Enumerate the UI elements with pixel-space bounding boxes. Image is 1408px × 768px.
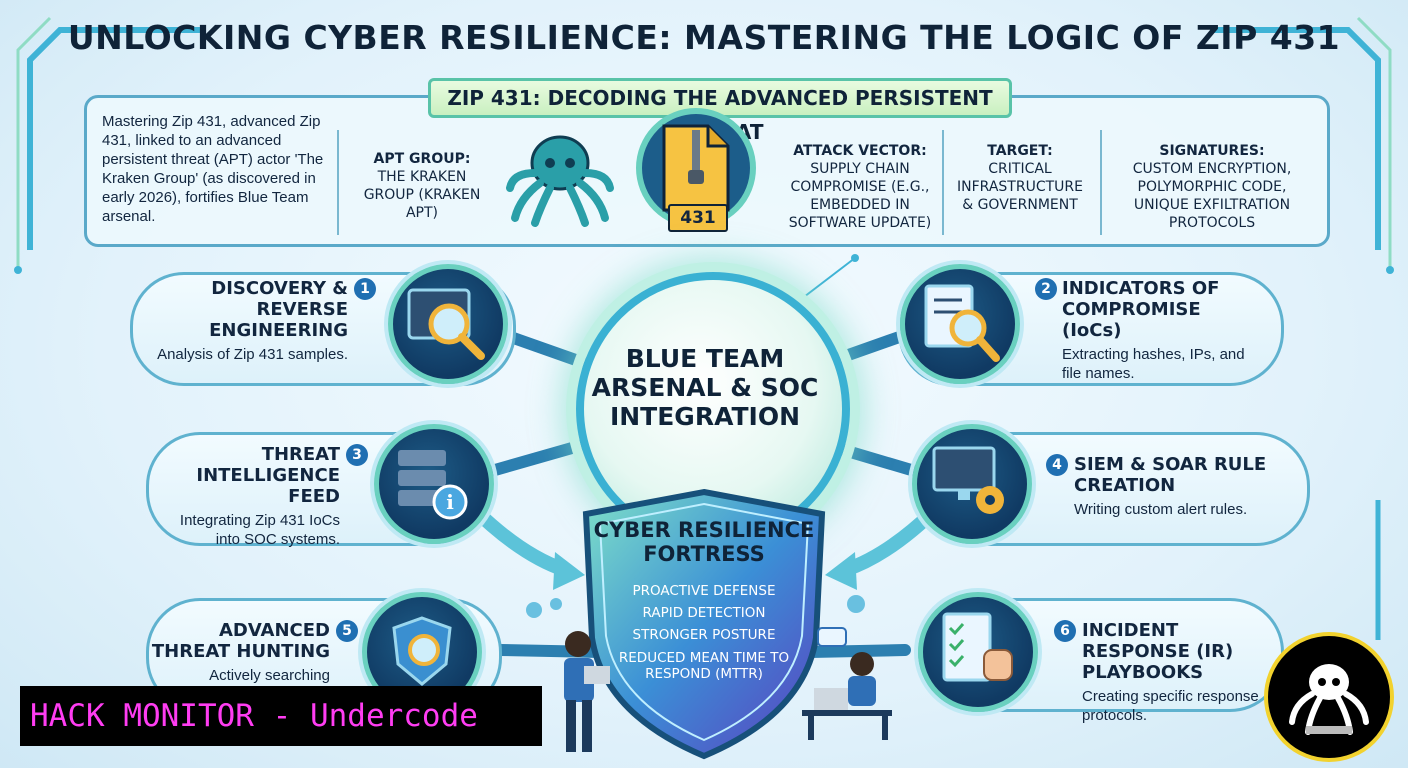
step-3-heading: THREAT INTELLIGENCE FEED [196,444,340,507]
step-6-number: 6 [1054,620,1076,642]
step-1-desc: Analysis of Zip 431 samples. [157,346,348,363]
file-label: 431 [668,204,728,232]
step-5-heading: ADVANCED THREAT HUNTING [151,620,330,662]
attack-vector-heading: ATTACK VECTOR: [793,143,927,159]
step-6-heading: INCIDENT RESPONSE (IR) PLAYBOOKS [1082,620,1234,683]
target-text: CRITICAL INFRASTRUCTURE & GOVERNMENT [957,161,1083,213]
fortress-item: PROACTIVE DEFENSE [632,583,776,599]
svg-text:i: i [446,490,454,514]
step-1-heading: DISCOVERY & REVERSE ENGINEERING [209,278,348,341]
monitor-gear-icon [932,446,1004,514]
page-title: UNLOCKING CYBER RESILIENCE: MASTERING TH… [67,18,1341,57]
divider [337,130,339,235]
fortress-item: STRONGER POSTURE [632,627,776,643]
analyst-right-illustration [802,595,892,740]
signatures-info: SIGNATURES: CUSTOM ENCRYPTION, POLYMORPH… [1112,142,1312,232]
step-4-heading: SIEM & SOAR RULE CREATION [1074,454,1267,496]
attack-vector-text: SUPPLY CHAIN COMPROMISE (E.G., EMBEDDED … [788,161,932,231]
step-6: INCIDENT RESPONSE (IR) PLAYBOOKS Creatin… [1082,620,1262,725]
target-info: TARGET: CRITICAL INFRASTRUCTURE & GOVERN… [950,142,1090,214]
watermark-banner: HACK MONITOR - Undercode [20,686,542,746]
code-magnifier-icon [407,288,485,360]
step-5: ADVANCED THREAT HUNTING Actively searchi… [150,620,330,685]
divider [1100,130,1102,235]
apt-group-info: APT GROUP: THE KRAKEN GROUP (KRAKEN APT) [352,150,492,222]
ioc-icon [900,264,1020,384]
threat-banner: ZIP 431: DECODING THE ADVANCED PERSISTEN… [428,78,1012,144]
step-2-heading: INDICATORS OF COMPROMISE (IoCs) [1062,278,1220,341]
zip-file-icon [662,124,730,212]
step-2: INDICATORS OF COMPROMISE (IoCs) Extracti… [1062,278,1262,383]
hub-title: BLUE TEAM ARSENAL & SOC INTEGRATION [591,344,819,431]
step-2-number: 2 [1035,278,1057,300]
step-5-number: 5 [336,620,358,642]
signatures-heading: SIGNATURES: [1159,143,1265,159]
step-3-number: 3 [346,444,368,466]
intro-text: Mastering Zip 431, advanced Zip 431, lin… [102,113,324,225]
kraken-logo-icon [1289,664,1369,735]
step-6-desc: Creating specific response protocols. [1082,688,1259,724]
step-3-desc: Integrating Zip 431 IoCs into SOC system… [179,512,340,548]
step-3: THREAT INTELLIGENCE FEED Integrating Zip… [160,444,340,549]
checklist-fist-icon [942,612,1013,682]
fortress-item: RAPID DETECTION [642,605,766,621]
fortress-item: REDUCED MEAN TIME TO RESPOND (MTTR) [618,650,790,682]
step-4-number: 4 [1046,454,1068,476]
shield-magnifier-icon [392,616,452,686]
attack-vector-info: ATTACK VECTOR: SUPPLY CHAIN COMPROMISE (… [780,142,940,232]
kraken-icon [506,135,614,227]
document-magnifier-icon [924,284,1000,362]
apt-group-heading: APT GROUP: [373,151,471,167]
target-heading: TARGET: [987,143,1053,159]
server-info-icon: i [398,450,468,520]
step-1: DISCOVERY & REVERSE ENGINEERING Analysis… [148,278,348,364]
step-1-number: 1 [354,278,376,300]
step-4: SIEM & SOAR RULE CREATION Writing custom… [1074,454,1284,519]
analyst-left-illustration [526,598,610,752]
apt-group-text: THE KRAKEN GROUP (KRAKEN APT) [363,169,481,221]
fortress-title: CYBER RESILIENCE FORTRESS [593,518,815,566]
step-2-desc: Extracting hashes, IPs, and file names. [1062,346,1245,382]
divider [942,130,944,235]
step-5-desc: Actively searching [209,667,330,684]
signatures-text: CUSTOM ENCRYPTION, POLYMORPHIC CODE, UNI… [1132,161,1292,231]
step-4-desc: Writing custom alert rules. [1074,501,1248,518]
